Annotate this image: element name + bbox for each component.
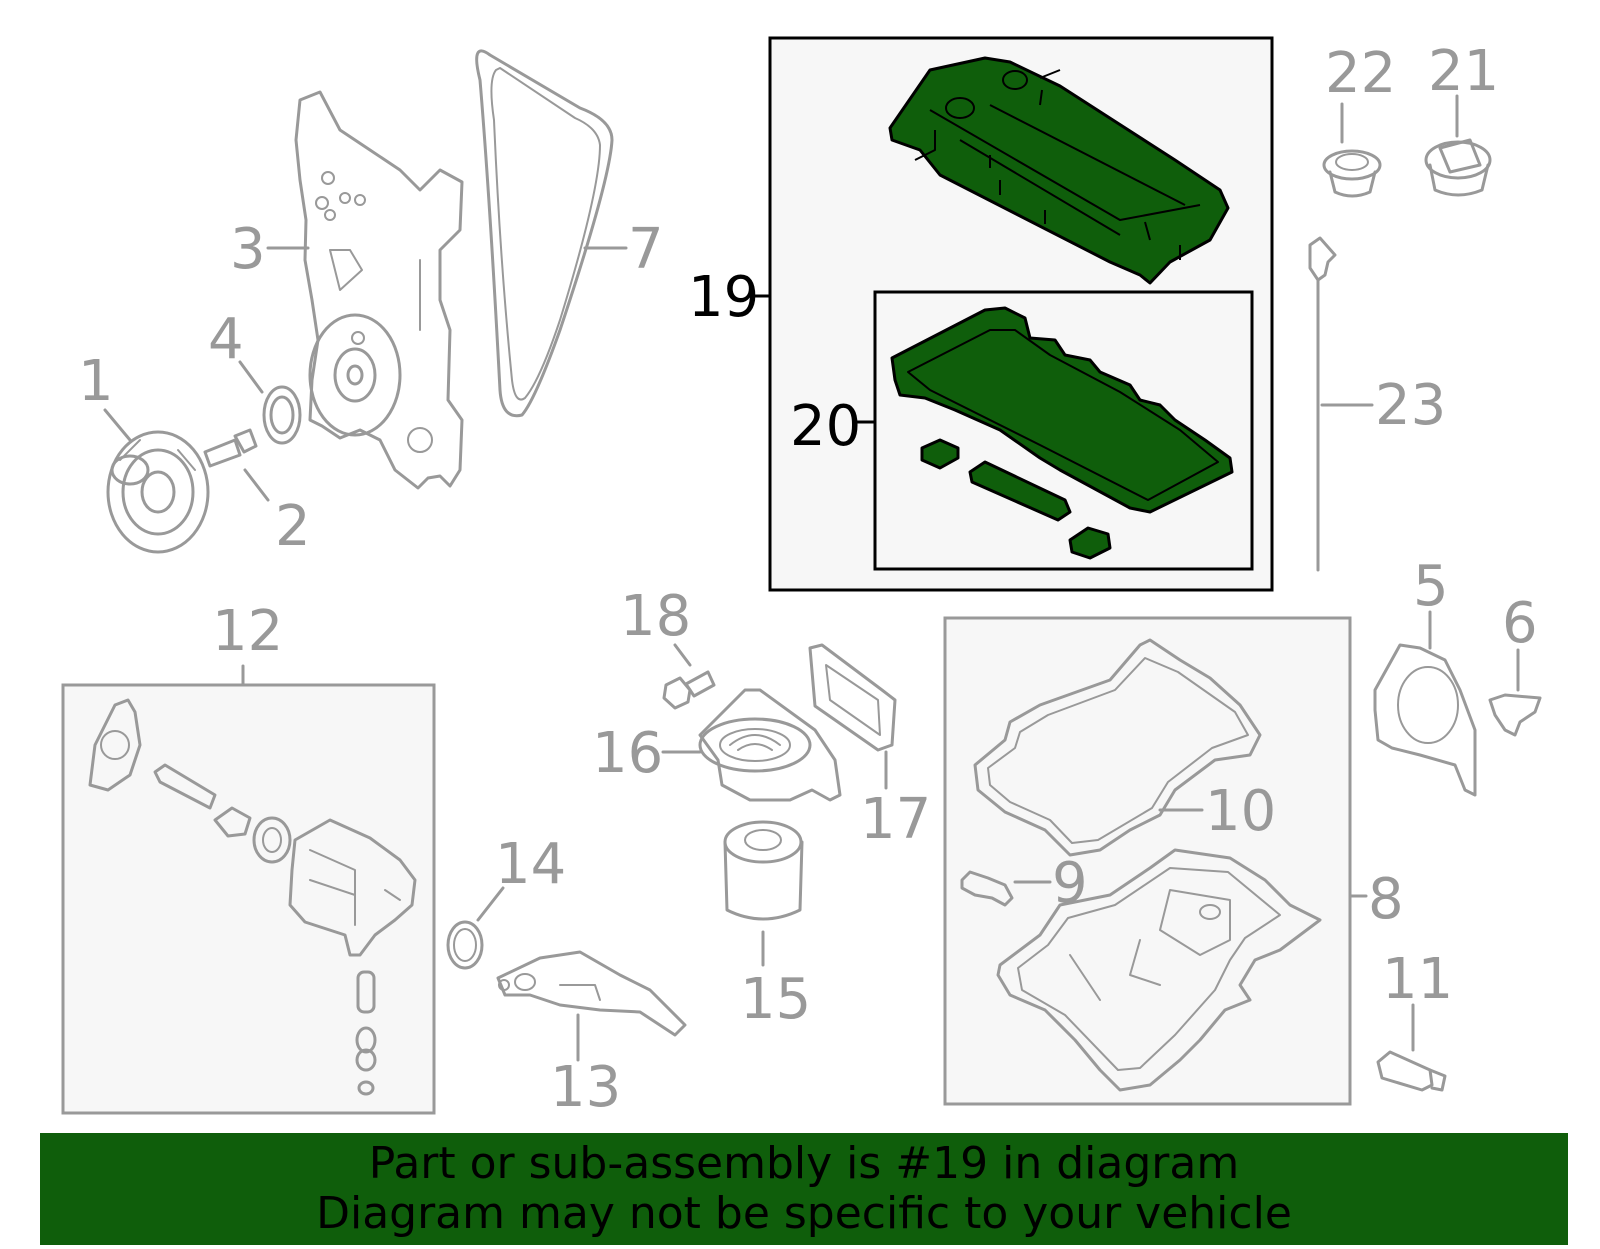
info-banner: Part or sub-assembly is #19 in diagram D… [40, 1133, 1568, 1245]
part-1-crank-pulley [106, 430, 210, 554]
callout-18: 18 [620, 584, 691, 649]
callout-2: 2 [275, 494, 311, 559]
part-14-o-ring [446, 920, 484, 970]
callout-22: 22 [1325, 41, 1396, 106]
part-11-drain-plug [1376, 1050, 1447, 1092]
part-23-dipstick [1308, 236, 1337, 572]
part-19-valve-cover [888, 56, 1230, 285]
part-12-oil-pump-assembly [88, 698, 417, 1096]
callout-11: 11 [1382, 947, 1453, 1012]
leader-lines [103, 94, 1520, 1062]
part-2-pulley-bolt [203, 428, 258, 468]
callout-20: 20 [790, 394, 861, 459]
callout-17: 17 [860, 787, 931, 852]
part-9-oil-level-sensor [960, 870, 1014, 907]
callout-19: 19 [688, 265, 759, 330]
callout-10: 10 [1205, 779, 1276, 844]
part-4-front-seal [262, 385, 302, 445]
part-18-bolt [662, 670, 716, 710]
part-13-oil-pickup [496, 950, 687, 1037]
callout-13: 13 [550, 1055, 621, 1120]
callout-15: 15 [740, 967, 811, 1032]
part-15-oil-filter [723, 820, 804, 921]
part-20-gasket-set [890, 306, 1234, 560]
callout-12: 12 [212, 599, 283, 664]
part-21-oil-filler-cap [1424, 138, 1492, 197]
leader-lines-highlighted [750, 294, 875, 424]
part-6-oil-deflector [1488, 693, 1542, 737]
callout-4: 4 [208, 307, 244, 372]
part-7-timing-chain [475, 49, 614, 418]
part-22-oil-cap-seal [1322, 149, 1382, 198]
part-8-oil-pan [996, 848, 1322, 1092]
callout-9: 9 [1052, 851, 1088, 916]
part-10-oil-pan-gasket [973, 638, 1262, 857]
callout-1: 1 [78, 349, 114, 414]
box-12-oil-pump [61, 683, 436, 1115]
callout-8: 8 [1368, 867, 1404, 932]
callout-14: 14 [495, 832, 566, 897]
callout-23: 23 [1375, 373, 1446, 438]
banner-line-2: Diagram may not be specific to your vehi… [316, 1188, 1292, 1239]
callout-5: 5 [1413, 554, 1449, 619]
box-8-oil-pan [943, 616, 1352, 1106]
callout-7: 7 [628, 217, 664, 282]
part-3-timing-cover [294, 90, 464, 490]
callout-21: 21 [1428, 39, 1499, 104]
part-17-adapter-gasket [808, 643, 897, 752]
part-5-rear-seal-retainer [1373, 643, 1477, 797]
banner-line-1: Part or sub-assembly is #19 in diagram [368, 1138, 1240, 1189]
part-16-oil-filter-adapter [698, 688, 842, 802]
callout-16: 16 [592, 721, 663, 786]
callout-6: 6 [1502, 591, 1538, 656]
callout-3: 3 [230, 217, 266, 282]
